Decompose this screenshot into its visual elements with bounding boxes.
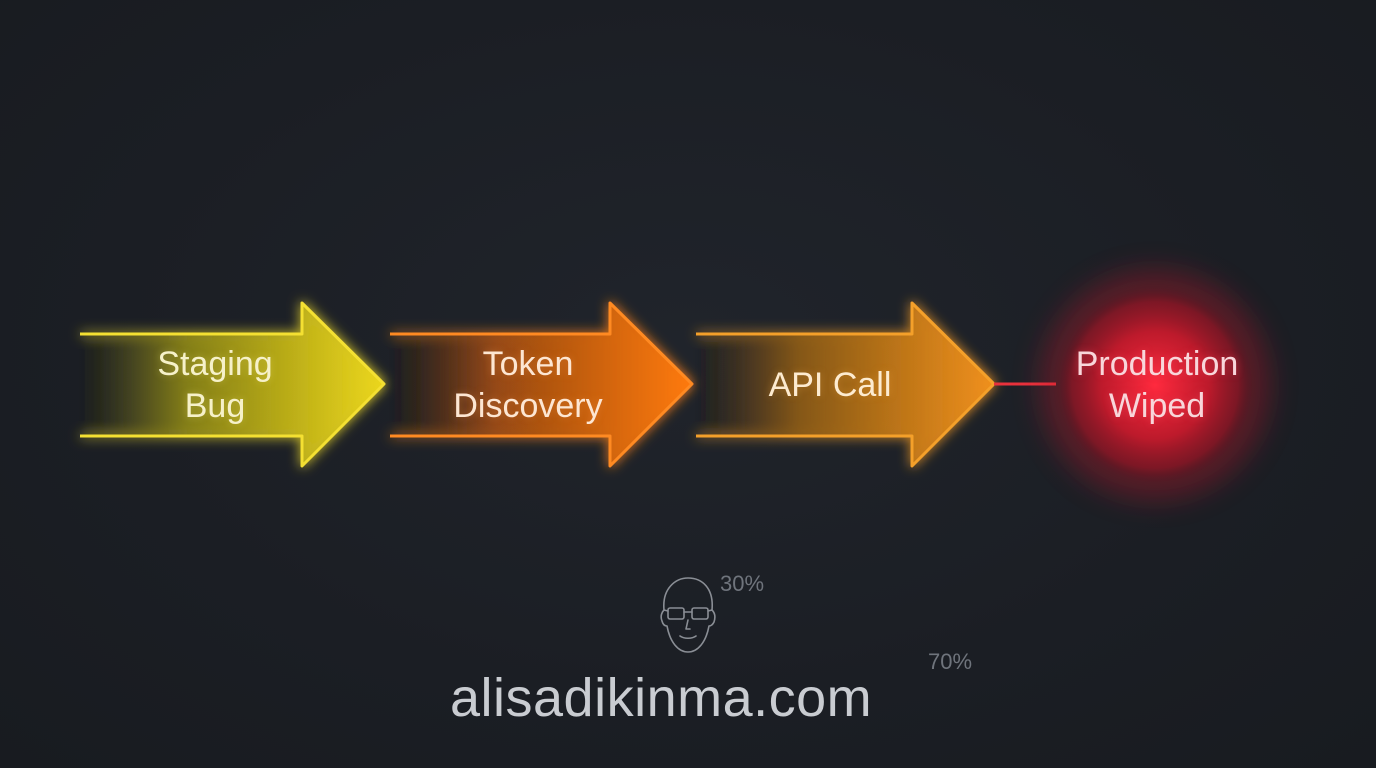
step-label-api-call: API Call [730,364,930,406]
node-production-wiped [1040,270,1270,500]
watermark-percent-a: 30% [720,571,765,596]
bald-face-glasses-icon [660,577,716,653]
step-label-line: API Call [768,366,892,404]
step-label-line: Staging [157,345,273,383]
step-label-production-wiped: Production Wiped [1042,343,1272,427]
step-label-line: Token [482,345,574,383]
watermark-domain: alisadikinma.com [450,668,873,728]
step-label-line: Wiped [1108,387,1206,425]
step-label-line: Discovery [453,387,603,425]
step-label-line: Bug [184,387,246,425]
step-label-token-discovery: Token Discovery [418,343,638,427]
step-label-staging-bug: Staging Bug [110,343,320,427]
watermark-percent-b: 70% [928,649,973,674]
arrow-token-discovery [390,301,694,468]
step-label-line: Production [1075,345,1239,383]
arrow-staging-bug [80,301,386,468]
